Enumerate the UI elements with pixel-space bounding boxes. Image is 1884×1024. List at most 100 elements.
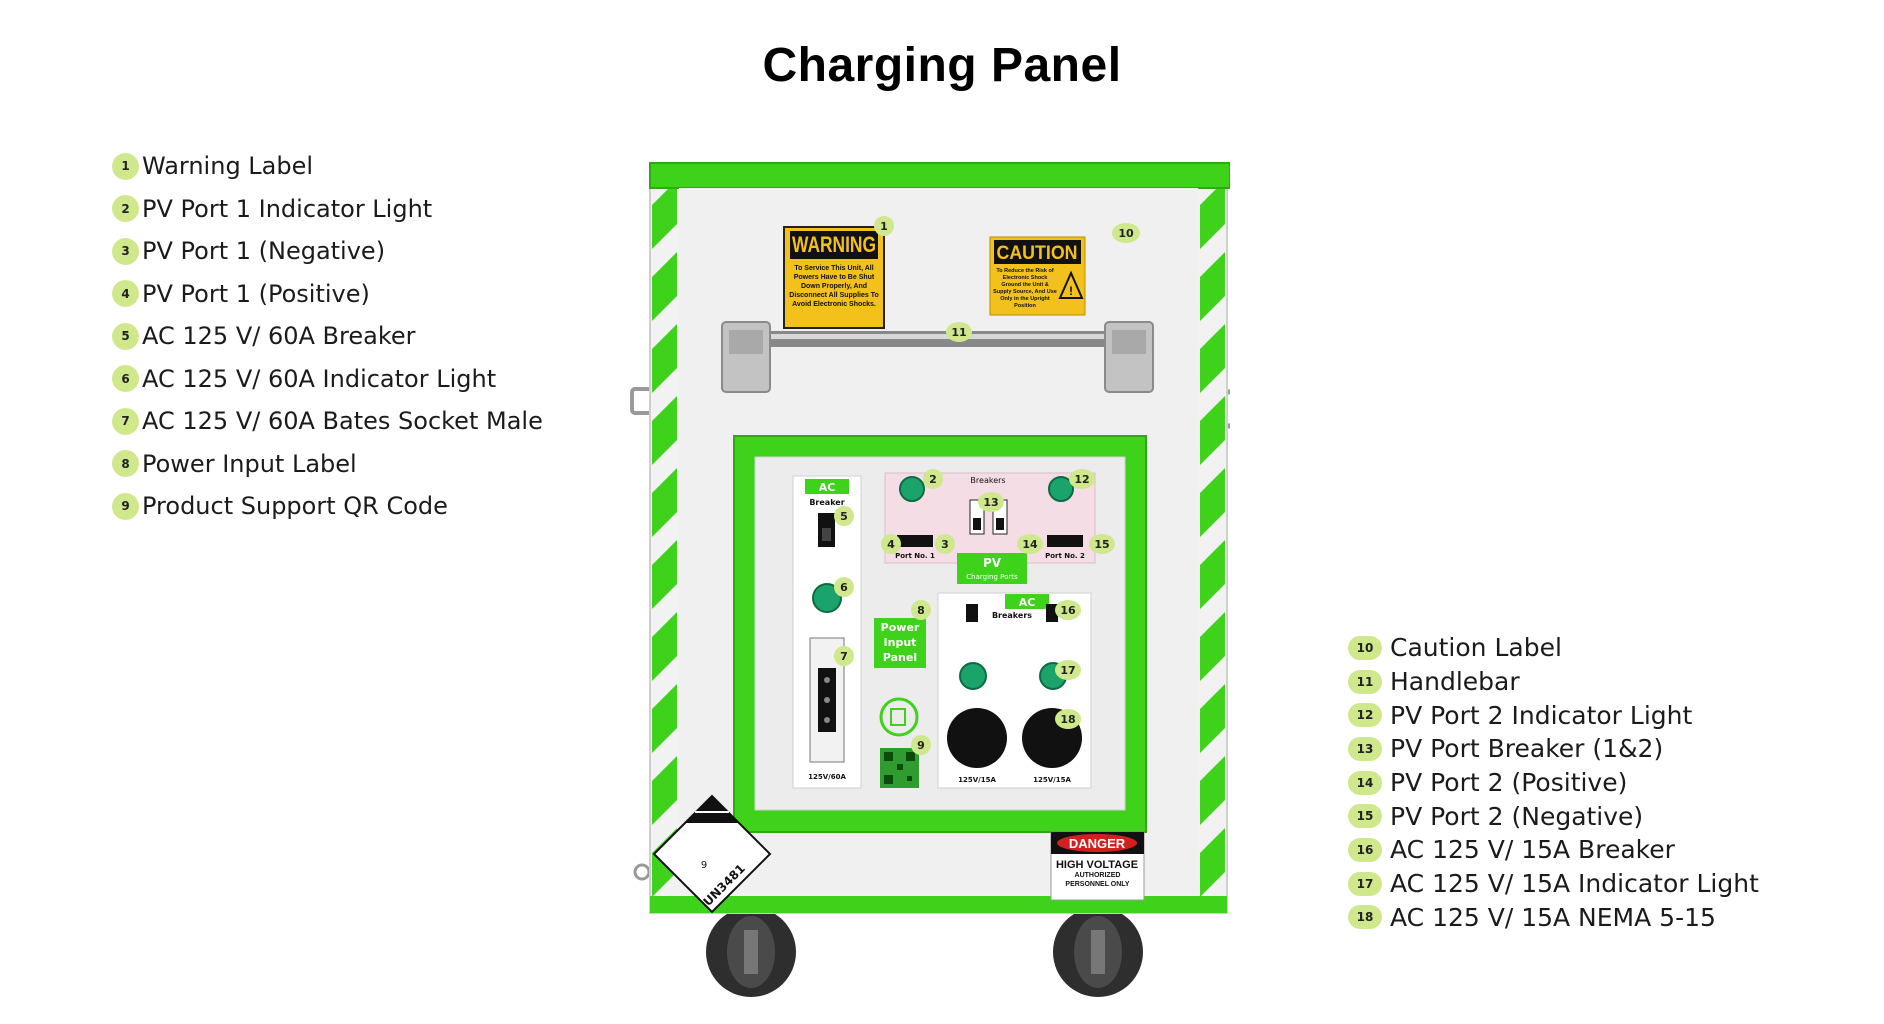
callout-8: 8 — [911, 600, 931, 620]
legend-number-badge: 16 — [1348, 837, 1382, 862]
legend-item-label: PV Port 1 (Positive) — [142, 279, 370, 308]
legend-item-label: PV Port 2 Indicator Light — [1390, 700, 1693, 730]
legend-item: 10 Caution Label — [1348, 631, 1759, 665]
handlebar — [721, 321, 1154, 393]
ac-15a-breaker-1[interactable] — [966, 604, 978, 622]
callout-17: 17 — [1055, 660, 1081, 680]
pv-port-2-connectors[interactable] — [1047, 535, 1083, 547]
pv-sub-label: Charging Ports — [966, 573, 1018, 581]
hazmat-class-9-placard: 9 UN3481 — [652, 794, 772, 914]
callout-7: 7 — [834, 646, 854, 666]
high-voltage-text: HIGH VOLTAGE — [1056, 859, 1138, 871]
callout-14: 14 — [1017, 534, 1043, 554]
ac-60a-section: AC Breaker 125V/60A — [792, 475, 862, 789]
legend-number-badge: 2 — [112, 195, 139, 223]
page-title: Charging Panel — [762, 39, 1122, 92]
legend-item-label: AC 125 V/ 15A NEMA 5-15 — [1390, 902, 1716, 932]
ac-60a-rating: 125V/60A — [808, 773, 846, 781]
ac-tag-label: AC — [819, 481, 836, 494]
legend-number-badge: 11 — [1348, 669, 1382, 694]
legend-number-badge: 8 — [112, 450, 139, 478]
callout-9: 9 — [911, 735, 931, 755]
warning-text: To Service This Unit, All Powers Have to… — [789, 265, 879, 308]
legend-item-label: Caution Label — [1390, 633, 1562, 663]
legend-item: 14 PV Port 2 (Positive) — [1348, 766, 1759, 800]
power-input-label: Power Input Panel — [880, 621, 920, 664]
pv-port-1-connectors[interactable] — [897, 535, 933, 547]
pv-tag-label: PV — [983, 556, 1002, 570]
left-hook — [633, 863, 651, 881]
svg-text:18: 18 — [1060, 713, 1075, 726]
svg-text:3: 3 — [941, 538, 949, 551]
ac-15a-nema-outlet-1[interactable] — [947, 708, 1007, 768]
svg-text:10: 10 — [1118, 227, 1134, 240]
svg-text:5: 5 — [840, 510, 848, 523]
ac-15a-rating-2: 125V/15A — [1033, 776, 1071, 784]
port-1-label: Port No. 1 — [895, 552, 935, 560]
svg-text:17: 17 — [1060, 664, 1075, 677]
callout-markers: 1 10 11 2 12 13 4 3 14 15 5 6 7 8 9 16 1… — [834, 216, 1140, 755]
legend-item: 11 Handlebar — [1348, 665, 1759, 699]
callout-10: 10 — [1112, 223, 1140, 243]
product-support-qr-code[interactable] — [880, 748, 919, 788]
svg-text:4: 4 — [887, 538, 895, 551]
callout-18: 18 — [1055, 709, 1081, 729]
hazard-stripes — [650, 180, 1227, 913]
pv-port-2-indicator-light — [1048, 476, 1074, 502]
legend-item-label: Warning Label — [142, 152, 314, 181]
legend-item-label: PV Port 2 (Negative) — [1390, 801, 1644, 831]
legend-number-badge: 3 — [112, 237, 139, 265]
svg-text:8: 8 — [917, 604, 925, 617]
svg-text:13: 13 — [983, 496, 998, 509]
ac-15a-breaker-2[interactable] — [1046, 604, 1058, 622]
callout-1: 1 — [874, 216, 894, 236]
legend-number-badge: 14 — [1348, 770, 1382, 795]
svg-text:!: ! — [1069, 284, 1073, 298]
legend-number-badge: 4 — [112, 280, 139, 308]
legend-number-badge: 10 — [1348, 635, 1382, 660]
warning-label: WARNING To Service This Unit, All Powers… — [783, 226, 885, 329]
svg-text:7: 7 — [840, 650, 848, 663]
caution-text: To Reduce the Risk of Electronic Shock G… — [993, 268, 1057, 309]
legend-number-badge: 1 — [112, 152, 139, 180]
svg-text:14: 14 — [1022, 538, 1038, 551]
callout-16: 16 — [1055, 600, 1081, 620]
danger-label: DANGER HIGH VOLTAGE AUTHORIZED PERSONNEL… — [1050, 831, 1145, 901]
legend-number-badge: 5 — [112, 322, 139, 350]
caution-triangle-icon — [1058, 270, 1084, 299]
caution-label: CAUTION To Reduce the Risk of Electronic… — [989, 236, 1086, 316]
authorized-text: AUTHORIZED PERSONNEL ONLY — [1065, 872, 1130, 888]
legend-item-label: PV Port 1 Indicator Light — [142, 194, 433, 223]
callout-11: 11 — [946, 322, 972, 342]
legend-item-label: PV Port 2 (Positive) — [1390, 768, 1628, 798]
power-input-icon — [879, 697, 919, 737]
legend-item-label: AC 125 V/ 60A Bates Socket Male — [142, 407, 543, 436]
callout-4: 4 — [881, 534, 901, 554]
legend-item-label: Product Support QR Code — [142, 492, 448, 521]
svg-text:6: 6 — [840, 581, 848, 594]
right-caster-wheel — [1053, 905, 1143, 997]
power-input-area: Power Input Panel — [874, 618, 926, 788]
callout-15: 15 — [1089, 534, 1115, 554]
ac-15a-breakers-label: Breakers — [992, 611, 1032, 620]
legend-item-label: Handlebar — [1390, 667, 1520, 697]
hazmat-class-number: 9 — [701, 860, 707, 871]
legend-number-badge: 17 — [1348, 871, 1382, 896]
svg-text:16: 16 — [1060, 604, 1076, 617]
callout-12: 12 — [1069, 469, 1095, 489]
legend-number-badge: 13 — [1348, 736, 1382, 761]
callout-2: 2 — [923, 469, 943, 489]
svg-text:12: 12 — [1074, 473, 1089, 486]
svg-text:11: 11 — [951, 326, 966, 339]
breakers-label: Breakers — [970, 476, 1005, 485]
legend-item-label: AC 125 V/ 60A Indicator Light — [142, 364, 497, 393]
